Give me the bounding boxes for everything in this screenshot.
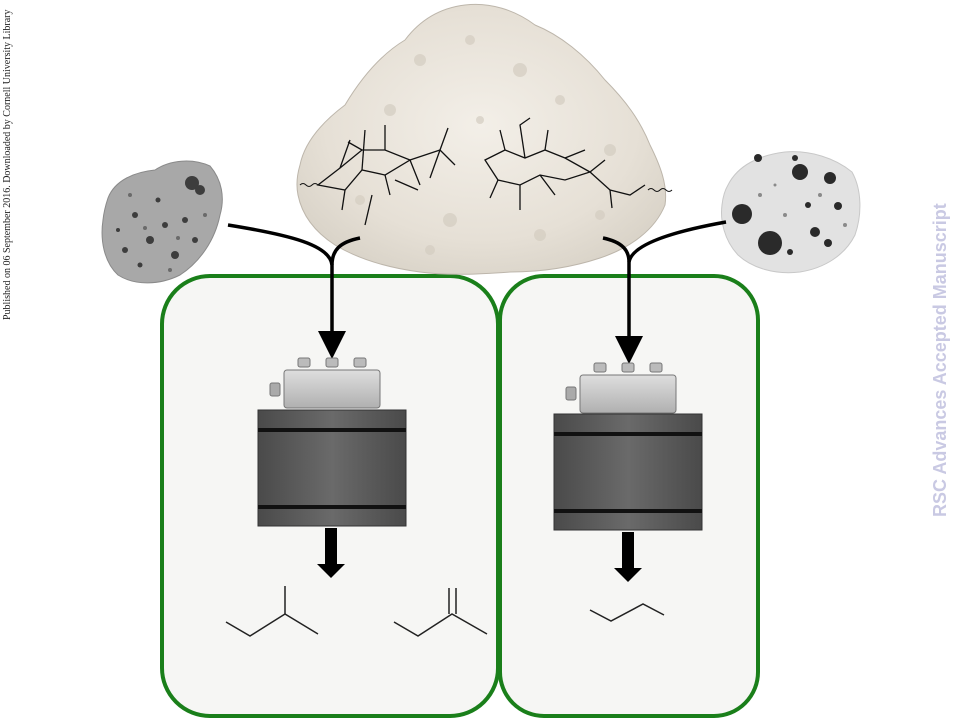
- isopentane-structure: [225, 586, 319, 637]
- left-flow-arrow: [227, 223, 361, 359]
- left-product-arrow: [317, 528, 345, 578]
- left-reactor: [257, 357, 407, 527]
- right-flow-arrow: [602, 220, 727, 364]
- right-product-arrow: [614, 532, 642, 582]
- right-catalyst-tem-image: [721, 151, 861, 274]
- left-catalyst-tem-image: [101, 160, 223, 284]
- methylbutene-structure: [393, 588, 488, 637]
- right-reactor: [553, 362, 703, 531]
- butane-structure: [589, 603, 665, 622]
- cellulose-structure: [299, 117, 673, 226]
- cellulose-powder: [296, 3, 667, 275]
